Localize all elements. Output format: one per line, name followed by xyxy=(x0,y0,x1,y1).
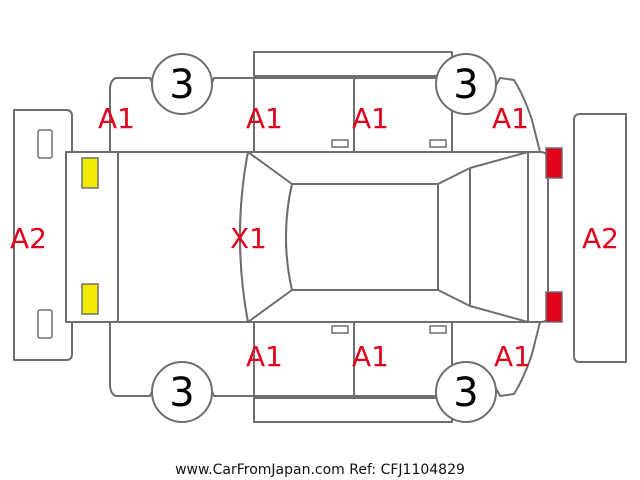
code-hood: X1 xyxy=(230,222,267,255)
code-right-front-door: A1 xyxy=(246,340,283,373)
rear-bumper xyxy=(573,113,627,363)
left-front-door-handle xyxy=(331,139,349,148)
code-right-rear-door: A1 xyxy=(352,340,389,373)
code-left-rear-door: A1 xyxy=(352,102,389,135)
front-left-wheel xyxy=(151,53,213,115)
front-bumper xyxy=(13,109,73,361)
tyre-front-right-value: 3 xyxy=(169,370,194,416)
code-right-rear-fender: A1 xyxy=(494,340,531,373)
footer-reference: www.CarFromJapan.com Ref: CFJ1104829 xyxy=(175,462,465,478)
code-left-rear-fender: A1 xyxy=(492,102,529,135)
tyre-rear-right-value: 3 xyxy=(453,370,478,416)
front-bumper-slot-top xyxy=(37,129,53,159)
rear-window xyxy=(437,167,471,307)
right-rear-door-handle xyxy=(429,325,447,334)
left-side-sill xyxy=(253,51,453,77)
front-bumper-slot-bottom xyxy=(37,309,53,339)
right-front-door-handle xyxy=(331,325,349,334)
rear-right-wheel xyxy=(435,361,497,423)
headlight-left xyxy=(81,157,99,189)
roof xyxy=(285,183,439,291)
code-rear-bumper: A2 xyxy=(582,222,619,255)
code-front-bumper: A2 xyxy=(10,222,47,255)
code-left-front-door: A1 xyxy=(246,102,283,135)
trunk-lid xyxy=(469,151,529,323)
headlight-right xyxy=(81,283,99,315)
right-side-sill xyxy=(253,397,453,423)
rear-left-wheel xyxy=(435,53,497,115)
front-right-wheel xyxy=(151,361,213,423)
taillight-right xyxy=(545,291,563,323)
taillight-left xyxy=(545,147,563,179)
tyre-rear-left-value: 3 xyxy=(453,62,478,108)
tyre-front-left-value: 3 xyxy=(169,62,194,108)
code-left-front-fender: A1 xyxy=(98,102,135,135)
left-rear-door-handle xyxy=(429,139,447,148)
